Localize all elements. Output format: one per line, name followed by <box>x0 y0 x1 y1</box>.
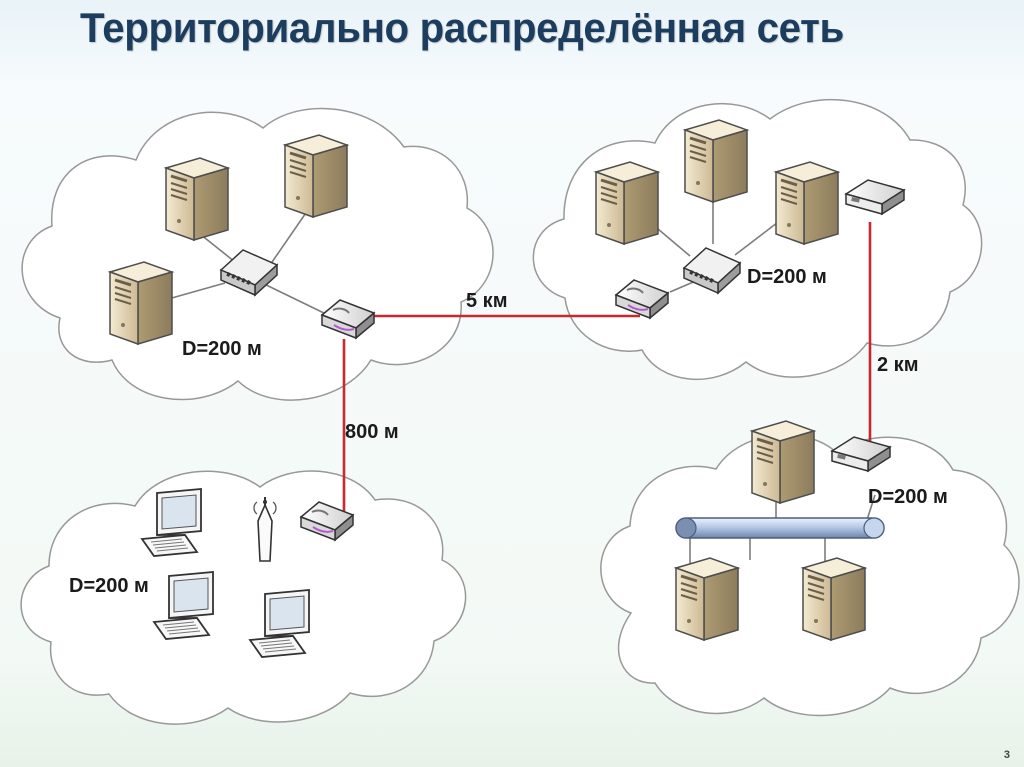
wide-area-links <box>342 222 872 519</box>
server-icon <box>683 118 749 204</box>
server-icon <box>674 556 740 642</box>
network-radius-label: D=200 м <box>69 575 149 597</box>
server-icon <box>164 156 230 242</box>
link-label-800m: 800 м <box>345 421 399 443</box>
network-radius-label: D=200 м <box>868 486 948 508</box>
slide-title: Территориально распределённая сеть <box>80 4 844 51</box>
server-icon <box>594 160 660 246</box>
network-radius-label: D=200 м <box>182 338 262 360</box>
server-icon <box>801 556 867 642</box>
network-cloud-bottom-left <box>20 470 467 725</box>
network-radius-label: D=200 м <box>747 266 827 288</box>
link-label-2km: 2 км <box>877 354 918 376</box>
server-icon <box>750 419 816 505</box>
server-icon <box>774 160 840 246</box>
link-label-5km: 5 км <box>466 290 507 312</box>
page-number: 3 <box>1003 749 1010 761</box>
server-icon <box>283 133 349 219</box>
server-icon <box>108 260 174 346</box>
network-bus <box>675 517 885 539</box>
network-cloud-top-right <box>532 98 983 381</box>
